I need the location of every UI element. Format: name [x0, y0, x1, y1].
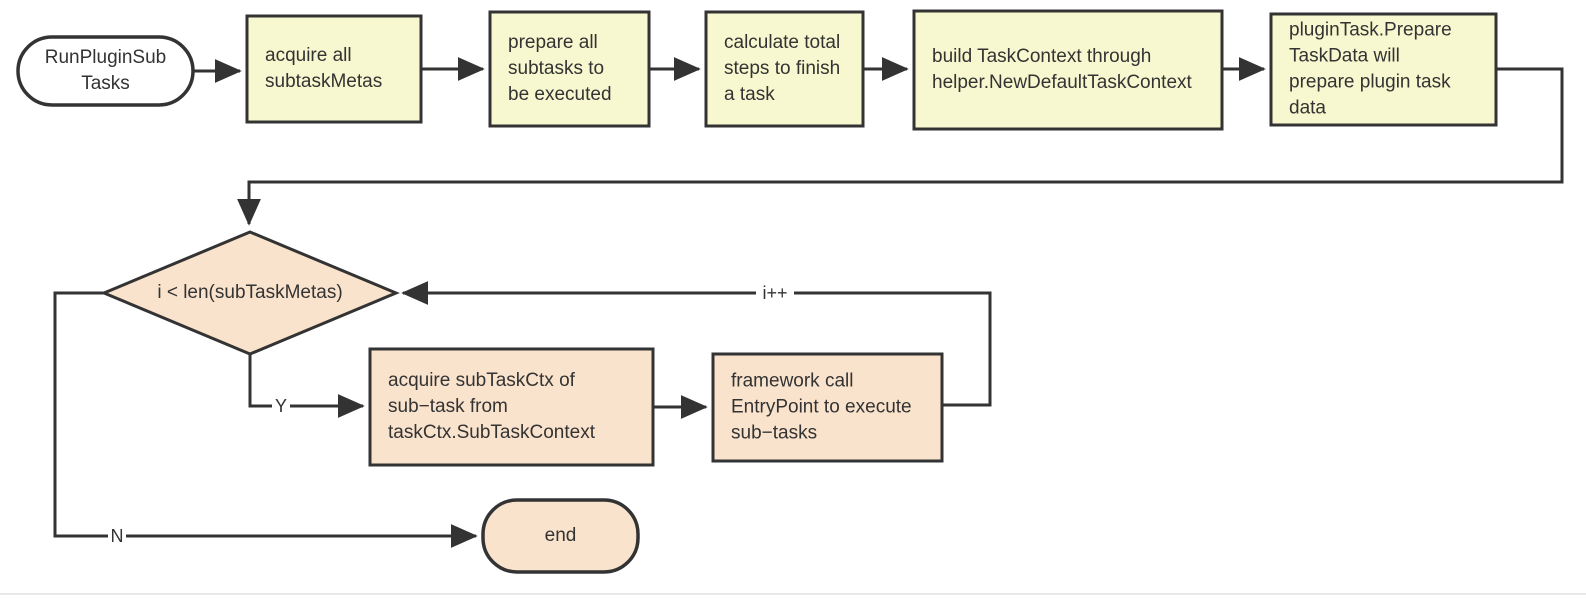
node-end[interactable]: end: [481, 498, 640, 574]
node-shape-framework_call: [711, 352, 944, 463]
node-label-acquire_subtaskctx: acquire subTaskCtx of: [388, 370, 576, 391]
edge-loop_condition-to-end: [53, 291, 478, 548]
node-label-acquire_metas: acquire all: [265, 45, 352, 66]
edges-layer: [53, 57, 1564, 548]
node-acquire_subtaskctx[interactable]: acquire subTaskCtx of sub−task from taskCt…: [368, 347, 655, 467]
node-label-acquire_subtaskctx: taskCtx.SubTaskContext: [388, 422, 596, 443]
node-label-prepare_taskdata: data: [1289, 98, 1326, 119]
edge-framework_call-to-loop_condition: [401, 281, 992, 407]
node-label-acquire_metas: subtaskMetas: [265, 71, 382, 92]
node-label-calculate_steps: a task: [724, 84, 775, 105]
node-shape-loop_condition: [100, 230, 400, 356]
node-shape-acquire_metas: [245, 14, 423, 124]
node-label-loop_condition: i < len(subTaskMetas): [157, 282, 342, 303]
node-shape-build_taskcontext: [912, 9, 1224, 131]
node-label-calculate_steps: calculate total: [724, 32, 840, 53]
node-prepare_subtasks[interactable]: prepare all subtasks to be executed: [488, 10, 651, 128]
node-shape-end: [481, 498, 640, 574]
node-label-calculate_steps: steps to finish: [724, 58, 840, 79]
node-label-prepare_subtasks: subtasks to: [508, 58, 604, 79]
edge-prepare_taskdata-to-loop_condition: [237, 67, 1564, 226]
edge-label-backdrop: [272, 395, 290, 417]
node-label-build_taskcontext: helper.NewDefaultTaskContext: [932, 72, 1193, 93]
edge-label-e_condition_no: N: [111, 526, 124, 546]
node-label-prepare_taskdata: prepare plugin task: [1289, 72, 1451, 93]
node-build_taskcontext[interactable]: build TaskContext through helper.NewDefau…: [912, 9, 1224, 131]
node-label-build_taskcontext: build TaskContext through: [932, 46, 1151, 67]
node-shape-start: [16, 35, 195, 107]
node-loop_condition[interactable]: i < len(subTaskMetas): [100, 230, 400, 356]
edge-label-backdrop: [108, 525, 126, 547]
edge-label-e_framework_increment: i++: [762, 283, 787, 303]
node-label-prepare_subtasks: be executed: [508, 84, 612, 105]
node-shape-acquire_subtaskctx: [368, 347, 655, 467]
node-label-framework_call: framework call: [731, 371, 853, 392]
node-shape-calculate_steps: [704, 10, 865, 128]
edge-label-e_condition_yes: Y: [275, 396, 287, 416]
node-label-prepare_taskdata: pluginTask.Prepare: [1289, 20, 1452, 41]
node-label-start: RunPluginSub: [45, 47, 166, 68]
node-shape-prepare_subtasks: [488, 10, 651, 128]
edge-label-backdrop: [756, 282, 794, 304]
node-shape-prepare_taskdata: [1269, 12, 1498, 127]
node-acquire_metas[interactable]: acquire all subtaskMetas: [245, 14, 423, 124]
node-label-end: end: [545, 525, 577, 546]
edge-labels-layer: Yi++ N: [108, 282, 794, 547]
node-label-framework_call: sub−tasks: [731, 423, 817, 444]
node-label-acquire_subtaskctx: sub−task from: [388, 396, 508, 417]
node-label-start: Tasks: [81, 73, 130, 94]
node-label-framework_call: EntryPoint to execute: [731, 397, 912, 418]
node-label-prepare_subtasks: prepare all: [508, 32, 598, 53]
node-label-prepare_taskdata: TaskData will: [1289, 46, 1400, 67]
node-calculate_steps[interactable]: calculate total steps to finish a task: [704, 10, 865, 128]
edge-loop_condition-to-acquire_subtaskctx: [248, 354, 365, 418]
